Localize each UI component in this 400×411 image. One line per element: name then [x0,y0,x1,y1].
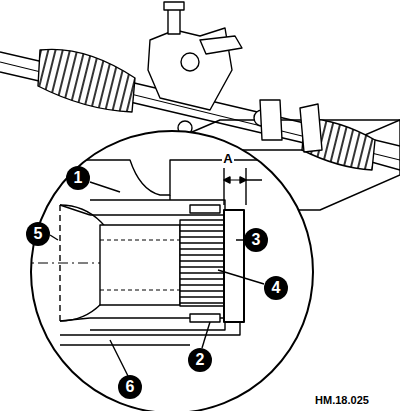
figure-code: HM.18.025 [315,395,369,406]
callout-number: 4 [264,276,288,300]
callout-number: 3 [244,228,268,252]
callout-number: 5 [26,222,50,246]
dimension-label: A [222,152,233,165]
callout-number: 2 [188,348,212,372]
callout-number: 6 [118,375,142,399]
callout-number: 1 [66,166,90,190]
